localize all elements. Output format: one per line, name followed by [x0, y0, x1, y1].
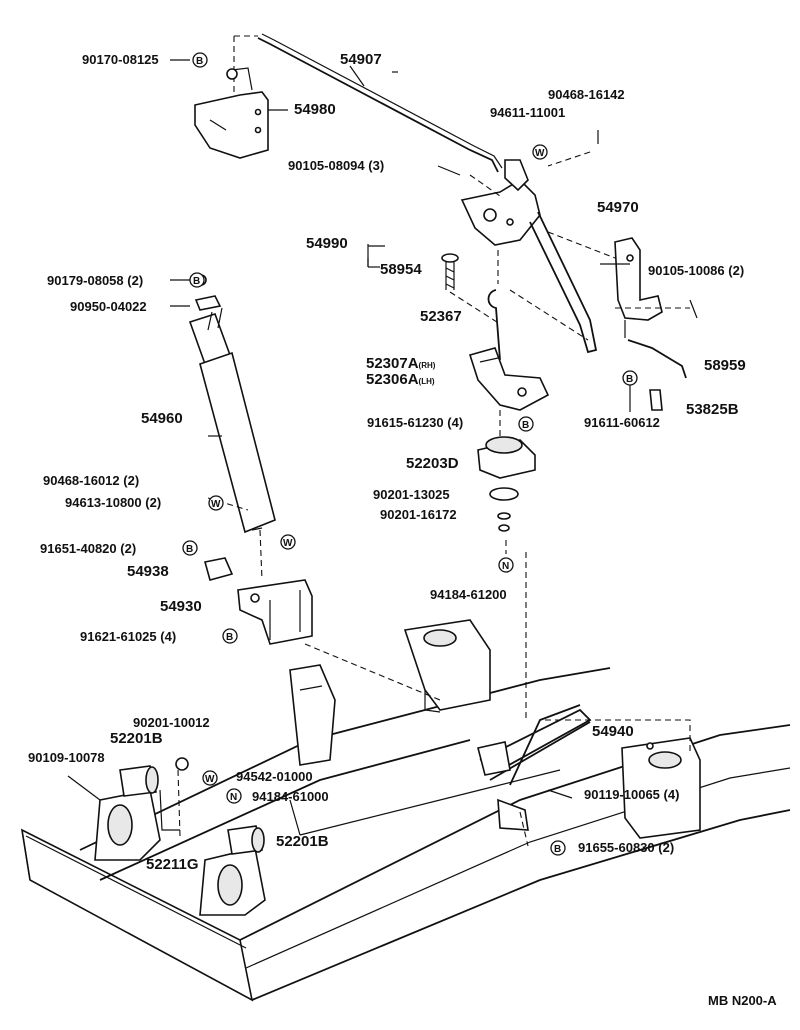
svg-text:N: N	[230, 792, 237, 803]
part-label-94611: 94611-11001	[490, 105, 566, 120]
spring-and-hook	[441, 250, 501, 361]
svg-text:B: B	[626, 374, 633, 385]
part-label-52307a: 52307A(RH)	[366, 355, 436, 372]
part-label-52201b-lower: 52201B	[276, 833, 329, 850]
bolt-symbol: B	[192, 52, 208, 68]
lower-bracket-54930	[203, 557, 441, 701]
part-label-90109: 90109-10078	[28, 750, 105, 765]
part-label-90201c: 90201-10012	[133, 715, 210, 730]
part-label-54960: 54960	[141, 410, 183, 427]
svg-text:B: B	[522, 420, 529, 431]
svg-text:B: B	[186, 544, 193, 555]
washer-symbol: W	[202, 770, 218, 786]
part-label-90179: 90179-08058 (2)	[47, 273, 144, 288]
part-label-54970: 54970	[597, 199, 639, 216]
part-label-91655: 91655-60830 (2)	[578, 840, 675, 855]
part-label-54938: 54938	[127, 563, 169, 580]
part-label-90119: 90119-10065 (4)	[584, 787, 680, 802]
part-label-54930: 54930	[160, 598, 202, 615]
part-label-52211g: 52211G	[146, 856, 199, 873]
part-label-91611: 91611-60612	[584, 415, 660, 430]
svg-text:W: W	[205, 774, 215, 785]
part-label-90201b: 90201-16172	[380, 507, 457, 522]
control-bracket-52307a	[468, 347, 550, 411]
part-label-91621: 91621-61025 (4)	[80, 629, 177, 644]
svg-text:N: N	[502, 561, 509, 572]
part-label-52306a: 52306A(LH)	[366, 371, 435, 388]
part-label-52367: 52367	[420, 308, 462, 325]
svg-text:B: B	[554, 844, 561, 855]
part-label-94613: 94613-10800 (2)	[65, 495, 162, 510]
part-label-94184b: 94184-61000	[252, 789, 329, 804]
part-label-52201b-upper: 52201B	[110, 730, 163, 747]
part-label-94184a: 94184-61200	[430, 587, 507, 602]
washer-symbol: W	[532, 144, 548, 160]
part-label-54980: 54980	[294, 101, 336, 118]
part-label-90105b: 90105-10086 (2)	[648, 263, 745, 278]
part-label-53825b: 53825B	[686, 401, 739, 418]
svg-text:W: W	[535, 148, 545, 159]
bracket-54970	[547, 231, 698, 338]
bushings	[67, 757, 265, 855]
part-label-54990: 54990	[306, 235, 348, 252]
diagram-code: MB N200-A	[708, 993, 777, 1008]
bolt-symbol: B	[189, 272, 205, 288]
part-label-58954: 58954	[380, 261, 422, 278]
washer-symbol: W	[208, 495, 224, 511]
part-label-94542: 94542-01000	[236, 769, 313, 784]
part-label-91615: 91615-61230 (4)	[367, 415, 464, 430]
part-label-90170: 90170-08125	[82, 52, 159, 67]
svg-text:W: W	[211, 499, 221, 510]
part-label-90468a: 90468-16142	[548, 87, 625, 102]
rod-58959	[509, 289, 687, 411]
nut-symbol: N	[498, 557, 514, 573]
lever-54940	[477, 704, 691, 847]
shock-absorber	[188, 274, 276, 581]
part-label-58959: 58959	[704, 357, 746, 374]
part-label-52203d: 52203D	[406, 455, 459, 472]
bolt-symbol: B	[518, 416, 534, 432]
part-label-91651: 91651-40820 (2)	[40, 541, 137, 556]
svg-text:B: B	[196, 56, 203, 67]
part-label-54907: 54907	[340, 51, 382, 68]
part-label-54940: 54940	[592, 723, 634, 740]
svg-text:W: W	[283, 538, 293, 549]
fastener-symbols: B W B B B W W B N B W N B	[182, 52, 638, 856]
bracket-54980	[194, 67, 288, 159]
svg-text:B: B	[226, 632, 233, 643]
shift-lever-bracket	[437, 130, 599, 354]
washer-symbol: W	[280, 534, 296, 550]
bolt-symbol: B	[182, 540, 198, 556]
top-mount-stack	[477, 410, 536, 720]
part-label-90201a: 90201-13025	[373, 487, 450, 502]
bolt-symbol: B	[622, 370, 638, 386]
bolt-symbol: B	[222, 628, 238, 644]
bolt-symbol: B	[550, 840, 566, 856]
part-label-90468b: 90468-16012 (2)	[43, 473, 140, 488]
chassis-frame	[20, 619, 791, 1002]
part-label-90950: 90950-04022	[70, 299, 147, 314]
svg-text:B: B	[193, 276, 200, 287]
leader-lines	[170, 59, 631, 437]
part-label-90105a: 90105-08094 (3)	[288, 158, 385, 173]
nut-symbol: N	[226, 788, 242, 804]
